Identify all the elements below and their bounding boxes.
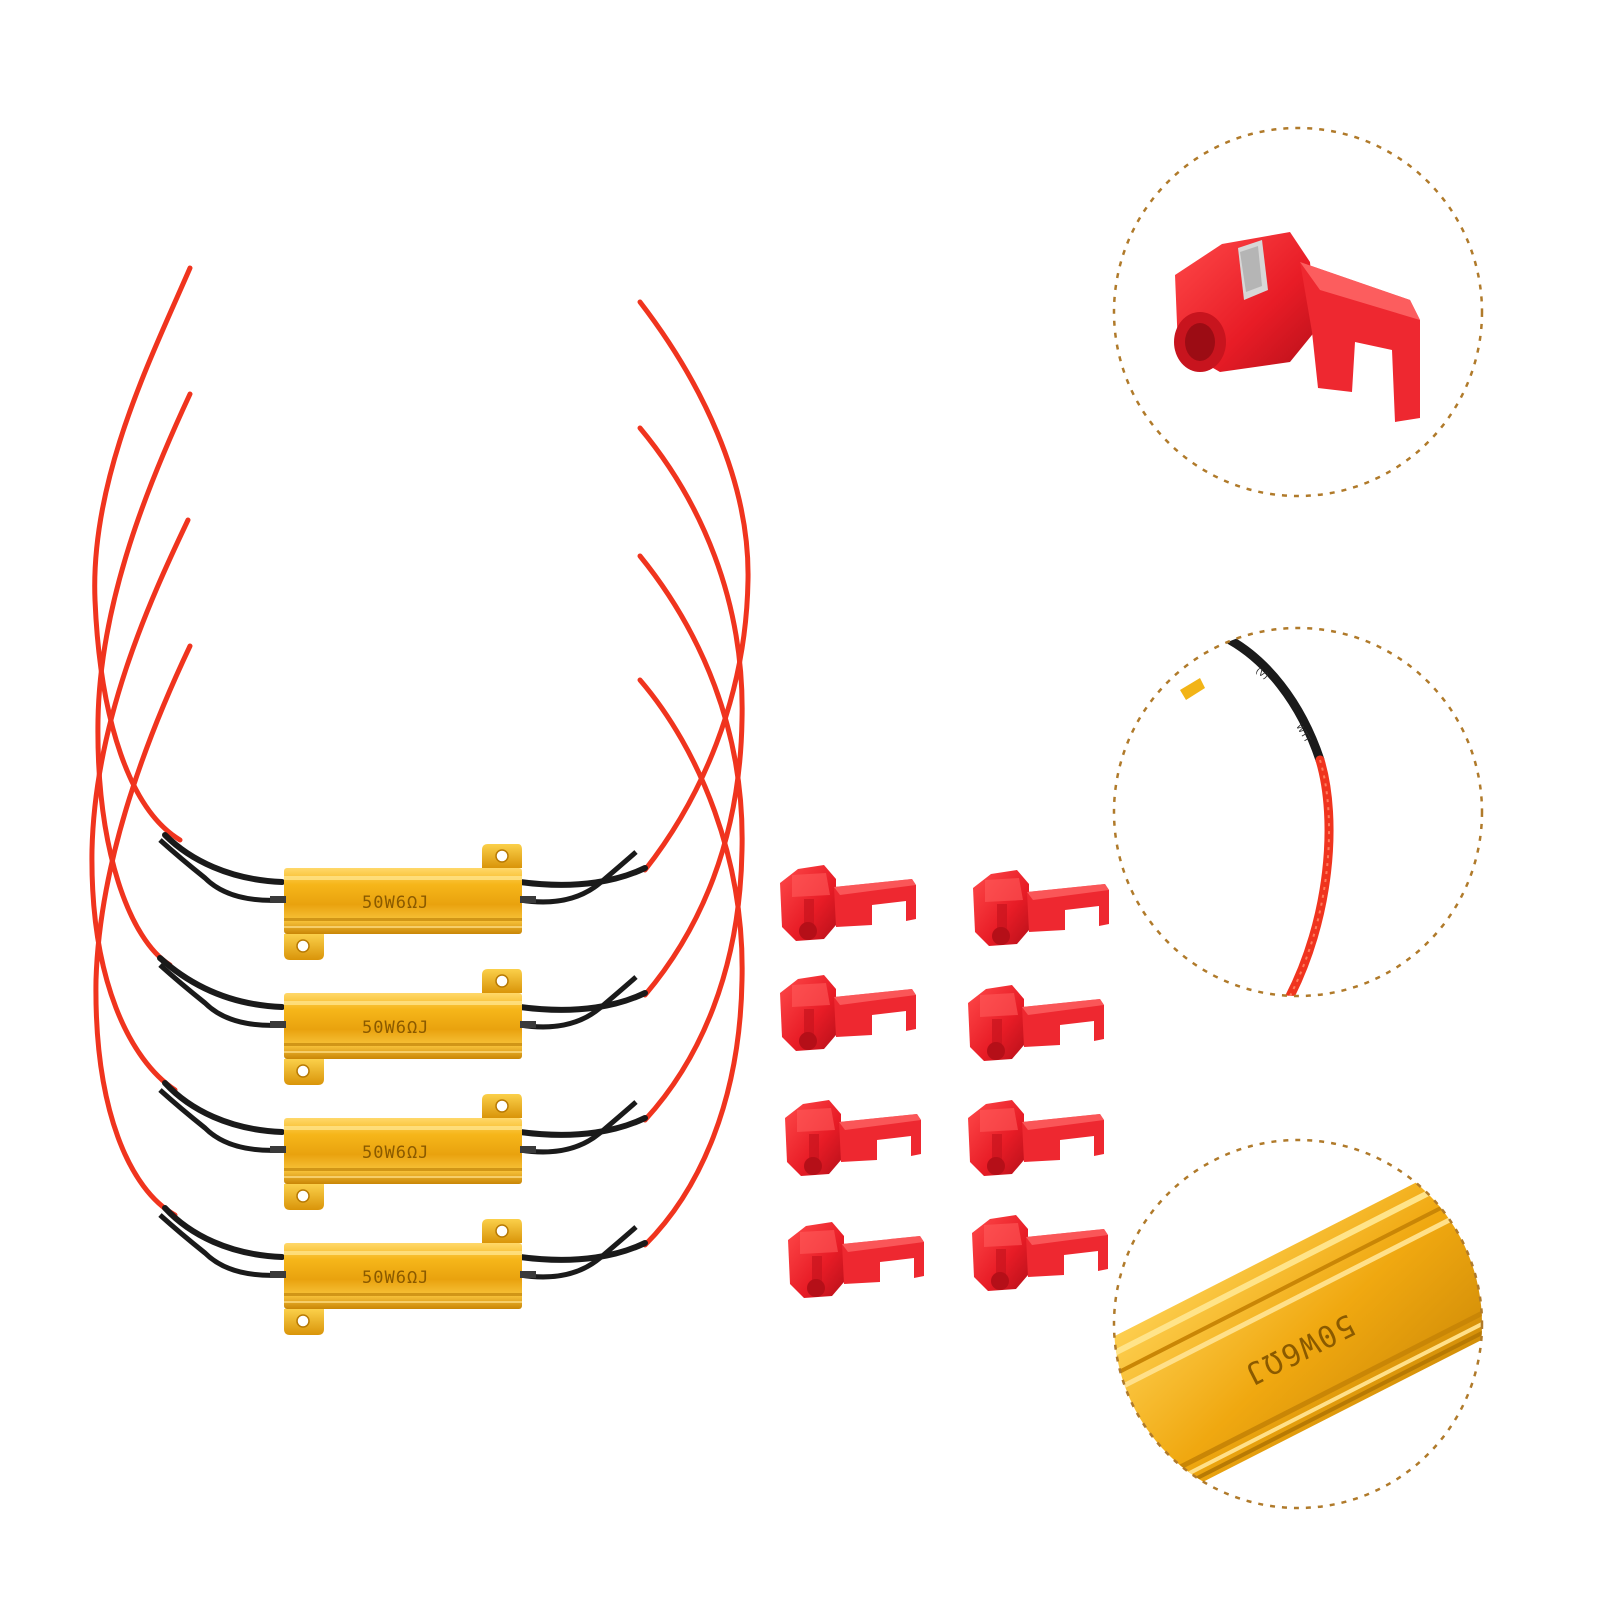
resistor-3: 50W6ΩJ (160, 1090, 636, 1210)
wire-set (89, 265, 751, 1248)
resistor-1-label: 50W6ΩJ (362, 893, 429, 913)
connector-2 (973, 870, 1109, 946)
connector-3 (780, 975, 916, 1051)
connector-8 (972, 1215, 1108, 1291)
wire-left-1 (92, 265, 193, 843)
connector-6 (968, 1100, 1104, 1176)
wire-right-3 (637, 553, 745, 1123)
connector-4 (968, 985, 1104, 1061)
resistor-3-label: 50W6ΩJ (362, 1143, 429, 1163)
wire-left-2 (95, 391, 193, 968)
wire-right-4 (637, 677, 745, 1248)
connector-1 (780, 865, 916, 941)
connector-5 (785, 1100, 921, 1176)
resistor-2-label: 50W6ΩJ (362, 1018, 429, 1038)
resistor-4-label: 50W6ΩJ (362, 1268, 429, 1288)
resistor-2: 50W6ΩJ (160, 965, 636, 1085)
wire-right-1 (637, 299, 751, 873)
wire-right-2 (637, 425, 745, 998)
wire-left-4 (93, 643, 193, 1218)
detail-connector-closeup (1112, 126, 1484, 498)
wire-left-3 (89, 517, 191, 1093)
resistor-1: 50W6ΩJ (160, 840, 636, 960)
detail-wire-closeup: (V) WTT (1112, 626, 1484, 998)
connector-7 (788, 1222, 924, 1298)
resistor-4: 50W6ΩJ (160, 1215, 636, 1335)
detail-resistor-closeup: 50W6ΩJ (1112, 1138, 1484, 1510)
